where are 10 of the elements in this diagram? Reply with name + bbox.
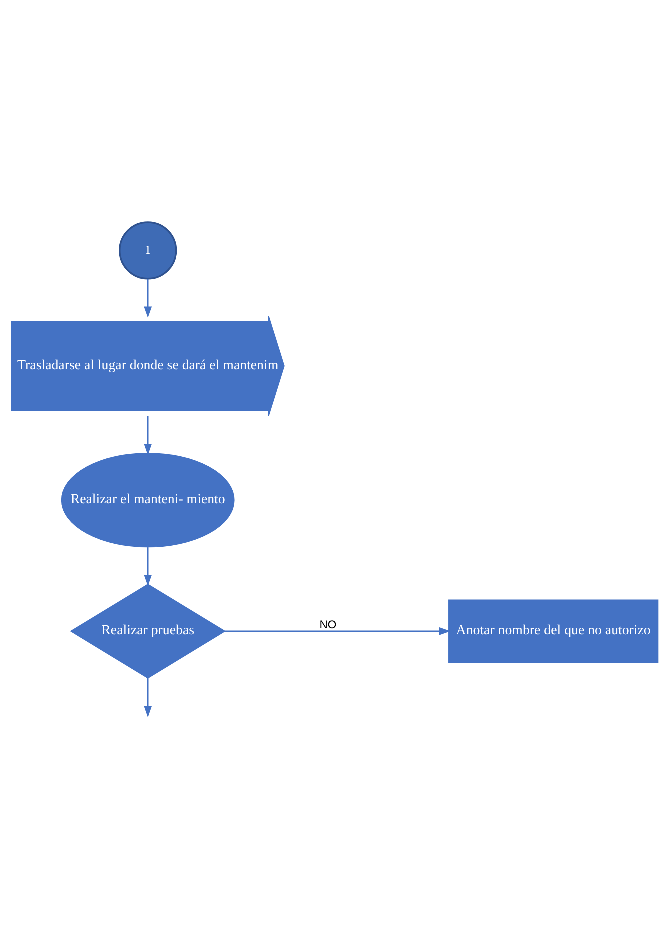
node-circle: 1 — [119, 221, 178, 280]
node-box: Anotar nombre del que no autorizo — [448, 599, 659, 663]
arrow — [225, 626, 451, 635]
node-ellipse: Realizar el manteni- miento — [61, 452, 235, 548]
node-diamond: Realizar pruebas — [70, 584, 226, 678]
arrow — [144, 678, 152, 718]
arrow — [144, 416, 152, 455]
arrow — [144, 547, 152, 586]
edge-label: NO — [320, 618, 337, 631]
arrow — [144, 278, 152, 318]
